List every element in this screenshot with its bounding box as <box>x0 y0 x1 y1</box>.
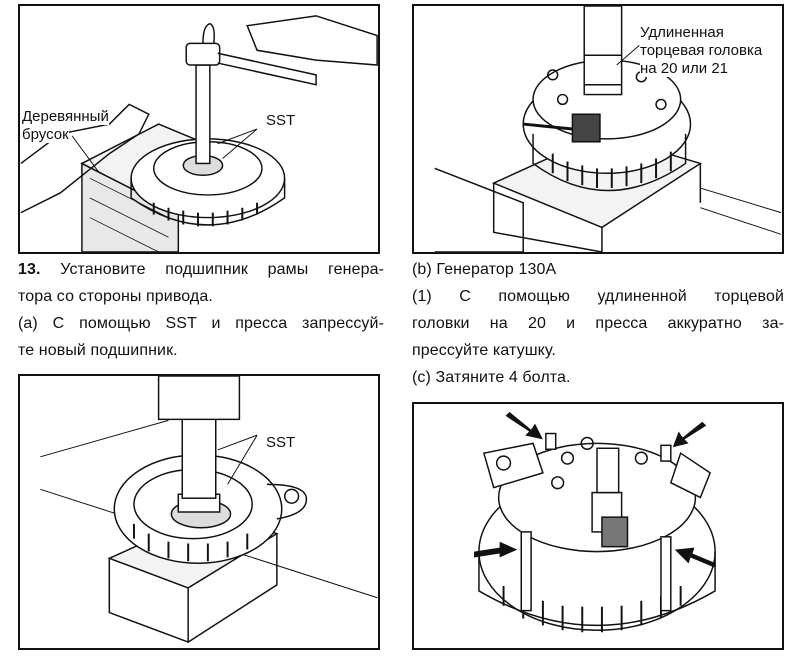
figure-extended-socket: Удлиненная торцевая головка на 20 или 21 <box>412 4 784 254</box>
label-wooden-block-line2: брусок <box>22 126 69 143</box>
label-wooden-block-line1: Деревянный <box>22 108 109 125</box>
figure-tighten-bolts <box>412 402 784 650</box>
step-b1-line1: (1) С помощью удлиненной торцевой <box>412 288 784 305</box>
step-13a-line2: те новый подшипник. <box>18 342 178 359</box>
figure-bearing-hammer: Деревянный брусок SST <box>18 4 380 254</box>
step-b1-line2: головки на 20 и пресса аккуратно за- <box>412 315 784 332</box>
step-13-text: 13. Установите подшипник рамы генера- то… <box>18 256 384 364</box>
illustration-extended-socket <box>434 6 782 252</box>
step-b1-line3: прессуйте катушку. <box>412 342 556 359</box>
step-13-line1: 13. Установите подшипник рамы генера- <box>18 261 384 278</box>
illustration-tighten-bolts <box>474 411 717 633</box>
step-b-title: (b) Генератор 130А <box>412 261 557 278</box>
illustration-hammer-press <box>20 15 378 252</box>
figure-sst-press: SST <box>18 374 380 650</box>
step-13-line2: тора со стороны привода. <box>18 288 213 305</box>
label-socket-line3: на 20 или 21 <box>640 60 729 77</box>
label-sst: SST <box>266 434 296 451</box>
step-c-line: (c) Затяните 4 болта. <box>412 369 571 386</box>
step-b-text: (b) Генератор 130А (1) С помощью удлинен… <box>412 256 784 391</box>
illustration-sst-press <box>40 376 378 644</box>
label-socket-line2: торцевая головка <box>640 42 763 59</box>
step-13a-line1: (a) С помощью SST и пресса запрессуй- <box>18 315 384 332</box>
step-number: 13. <box>18 261 41 278</box>
label-sst: SST <box>266 112 296 129</box>
label-socket-line1: Удлиненная <box>640 24 724 41</box>
